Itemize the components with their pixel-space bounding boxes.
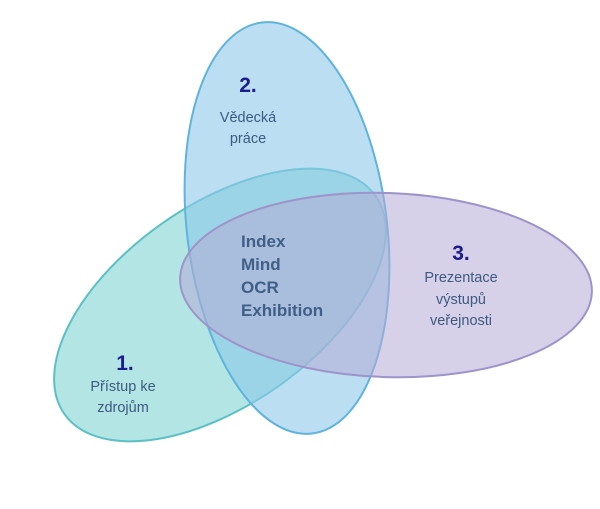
area-3-ellipse — [179, 191, 593, 379]
area-1-number: 1. — [116, 352, 134, 375]
center-item-3: OCR — [241, 278, 279, 297]
area-2-label-line-2: práce — [230, 131, 266, 147]
area-1-label-line-1: Přístup ke — [90, 379, 155, 395]
area-3-label-line-2: výstupů — [436, 292, 486, 308]
center-item-2: Mind — [241, 255, 281, 274]
area-1-label-line-2: zdrojům — [97, 400, 149, 416]
area-2-number: 2. — [239, 74, 257, 97]
area-3-label-line-3: veřejnosti — [430, 313, 492, 329]
area-3-label-line-1: Prezentace — [424, 270, 497, 286]
center-item-1: Index — [241, 232, 286, 251]
center-item-4: Exhibition — [241, 301, 323, 320]
area-2-label-line-1: Vědecká — [220, 110, 277, 126]
area-3-number: 3. — [452, 242, 470, 265]
